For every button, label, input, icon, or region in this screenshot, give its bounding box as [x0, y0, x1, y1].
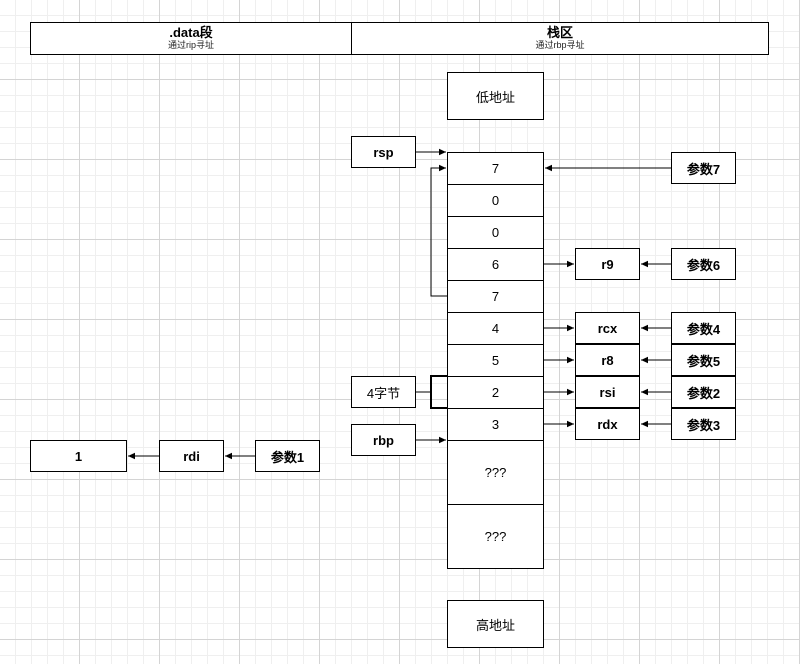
data-section-title: .data段 [169, 25, 213, 40]
stack-cell: 0 [447, 184, 544, 217]
stack-cell-unknown: ??? [447, 504, 544, 569]
stack-cell: 7 [447, 280, 544, 313]
stack-cell: 0 [447, 216, 544, 249]
stack-cell: 5 [447, 344, 544, 377]
data-section-header: .data段 通过rip寻址 [30, 22, 352, 55]
stack-cell: 3 [447, 408, 544, 441]
loop-arrow [430, 164, 447, 297]
data-value-box: 1 [30, 440, 127, 472]
param-3: 参数3 [671, 408, 736, 440]
param-4: 参数4 [671, 312, 736, 344]
register-rsi: rsi [575, 376, 640, 408]
stack-cell-unknown: ??? [447, 440, 544, 505]
low-address-box: 低地址 [447, 72, 544, 120]
stack-cell: 6 [447, 248, 544, 281]
high-address-box: 高地址 [447, 600, 544, 648]
size-label: 4字节 [351, 376, 416, 408]
param-5: 参数5 [671, 344, 736, 376]
param-7: 参数7 [671, 152, 736, 184]
stack-section-title: 栈区 [546, 25, 573, 40]
register-rdx: rdx [575, 408, 640, 440]
stack-section-subtitle: 通过rbp寻址 [535, 40, 585, 50]
stack-section-header: 栈区 通过rbp寻址 [351, 22, 769, 55]
register-r8: r8 [575, 344, 640, 376]
stack-cell: 4 [447, 312, 544, 345]
register-r9: r9 [575, 248, 640, 280]
data-section-subtitle: 通过rip寻址 [167, 40, 214, 50]
stack-cell: 2 [447, 376, 544, 409]
register-rdi: rdi [159, 440, 224, 472]
param-2: 参数2 [671, 376, 736, 408]
rsp-pointer: rsp [351, 136, 416, 168]
size-bracket [430, 375, 447, 409]
rbp-pointer: rbp [351, 424, 416, 456]
stack-cell: 7 [447, 152, 544, 185]
param-1: 参数1 [255, 440, 320, 472]
param-6: 参数6 [671, 248, 736, 280]
register-rcx: rcx [575, 312, 640, 344]
